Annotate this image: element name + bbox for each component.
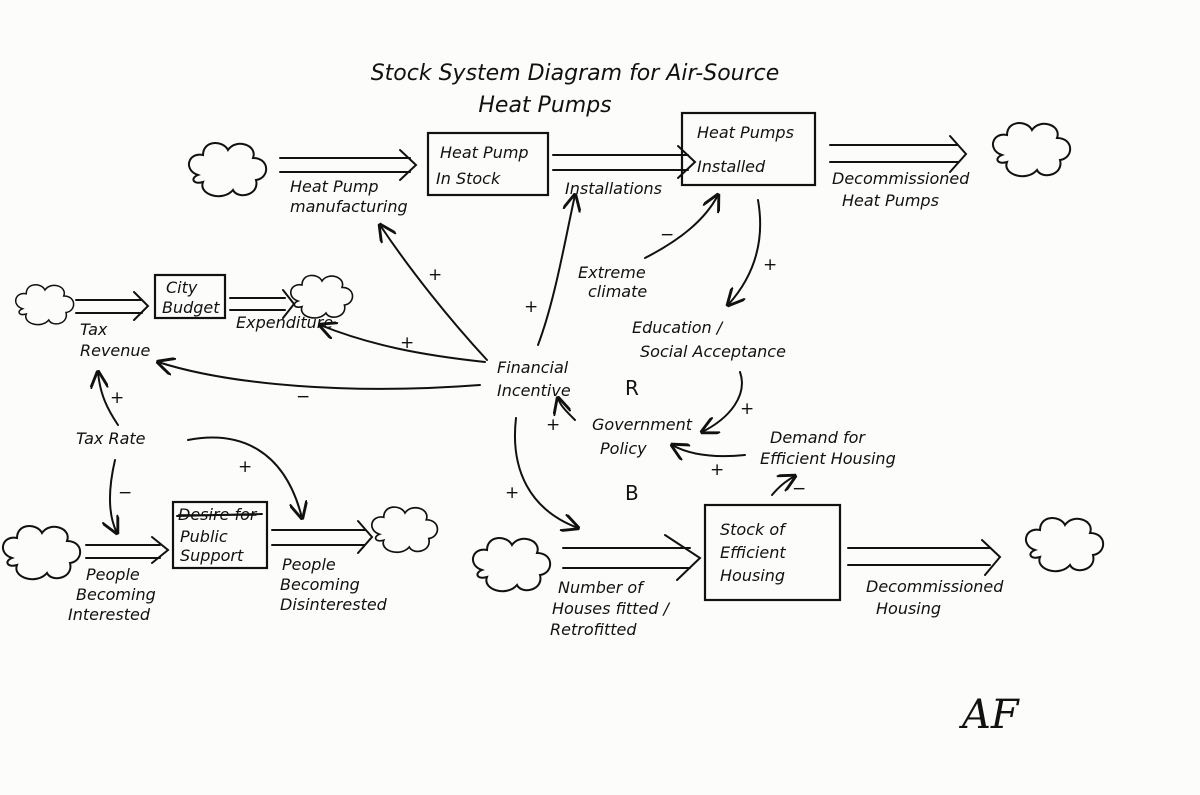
polarity-sign: −	[296, 387, 310, 407]
source-cloud-icon	[1, 525, 82, 581]
flow-label: People	[86, 565, 140, 584]
flow-label: People	[282, 555, 336, 574]
flow-label: Revenue	[80, 341, 151, 360]
stock-label: Housing	[720, 566, 785, 585]
flow-label: Heat Pumps	[842, 191, 939, 210]
polarity-sign: +	[110, 388, 124, 408]
stock-box-efficient-housing	[703, 503, 842, 602]
flow-label: Becoming	[76, 585, 156, 604]
variable-label: Tax Rate	[76, 429, 146, 448]
sink-cloud-icon	[289, 274, 354, 319]
stock-label: City	[166, 278, 198, 297]
variable-label: Financial	[497, 358, 569, 377]
flow-label: Houses fitted /	[552, 599, 671, 618]
stock-box-public-support	[171, 500, 269, 570]
flow-label: Decommissioned	[866, 577, 1004, 596]
flow-label: Disinterested	[280, 595, 388, 614]
variable-label: Incentive	[497, 381, 571, 400]
stock-box-heat-pump-in-stock	[426, 131, 550, 197]
flow-label: Becoming	[280, 575, 360, 594]
variable-label: Education /	[632, 318, 724, 337]
stock-box-heat-pumps-installed	[680, 111, 817, 187]
loop-label-balancing: B	[625, 481, 639, 505]
source-cloud-icon	[187, 142, 268, 198]
polarity-sign: +	[710, 460, 724, 480]
variable-label: Extreme	[578, 263, 646, 282]
variable-label: Social Acceptance	[640, 342, 786, 361]
author-signature: AF	[958, 692, 1020, 738]
polarity-sign: +	[524, 297, 538, 317]
stock-label: Heat Pumps	[697, 123, 794, 142]
stock-box-city-budget	[153, 273, 227, 320]
flow-label: manufacturing	[290, 197, 408, 216]
polarity-sign: −	[792, 479, 806, 499]
polarity-sign: +	[740, 399, 754, 419]
diagram-subtitle: Heat Pumps	[478, 93, 611, 118]
loop-label-reinforcing: R	[625, 376, 639, 400]
stock-label: Stock of	[720, 520, 787, 539]
stock-label: Budget	[162, 298, 220, 317]
sink-cloud-icon	[370, 506, 439, 554]
stock-label: Heat Pump	[440, 143, 529, 162]
strikethrough-line	[176, 513, 263, 517]
flow-label: Heat Pump	[290, 177, 379, 196]
flow-label: Installations	[565, 179, 662, 198]
stock-label: Installed	[697, 157, 766, 176]
variable-label: Efficient Housing	[760, 449, 896, 468]
flow-label: Decommissioned	[832, 169, 970, 188]
variable-label: Demand for	[770, 428, 866, 447]
flow-label: Retrofitted	[550, 620, 637, 639]
variable-label: climate	[588, 282, 647, 301]
flow-label: Tax	[80, 320, 108, 339]
sink-cloud-icon	[991, 122, 1072, 178]
flow-label: Housing	[876, 599, 941, 618]
flow-label: Interested	[68, 605, 151, 624]
variable-label: Government	[592, 415, 693, 434]
stock-label: In Stock	[436, 169, 501, 188]
polarity-sign: +	[238, 457, 252, 477]
polarity-sign: +	[428, 265, 442, 285]
polarity-sign: +	[400, 333, 414, 353]
source-cloud-icon	[471, 537, 552, 593]
flow-label: Expenditure	[236, 313, 333, 332]
causal-links	[98, 195, 795, 533]
diagram-title: Stock System Diagram for Air-Source	[371, 61, 780, 86]
flow-pipes	[75, 135, 1002, 581]
sink-cloud-icon	[1024, 517, 1105, 573]
stock-label: Efficient	[720, 543, 786, 562]
polarity-sign: +	[763, 255, 777, 275]
variable-label: Policy	[600, 439, 647, 458]
stock-label: Support	[180, 546, 244, 565]
polarity-sign: −	[660, 225, 674, 245]
flow-label: Number of	[558, 578, 645, 597]
stock-label: Public	[180, 527, 228, 546]
source-cloud-icon	[14, 284, 75, 326]
polarity-sign: +	[546, 415, 560, 435]
polarity-sign: −	[118, 483, 132, 503]
polarity-sign: +	[505, 483, 519, 503]
